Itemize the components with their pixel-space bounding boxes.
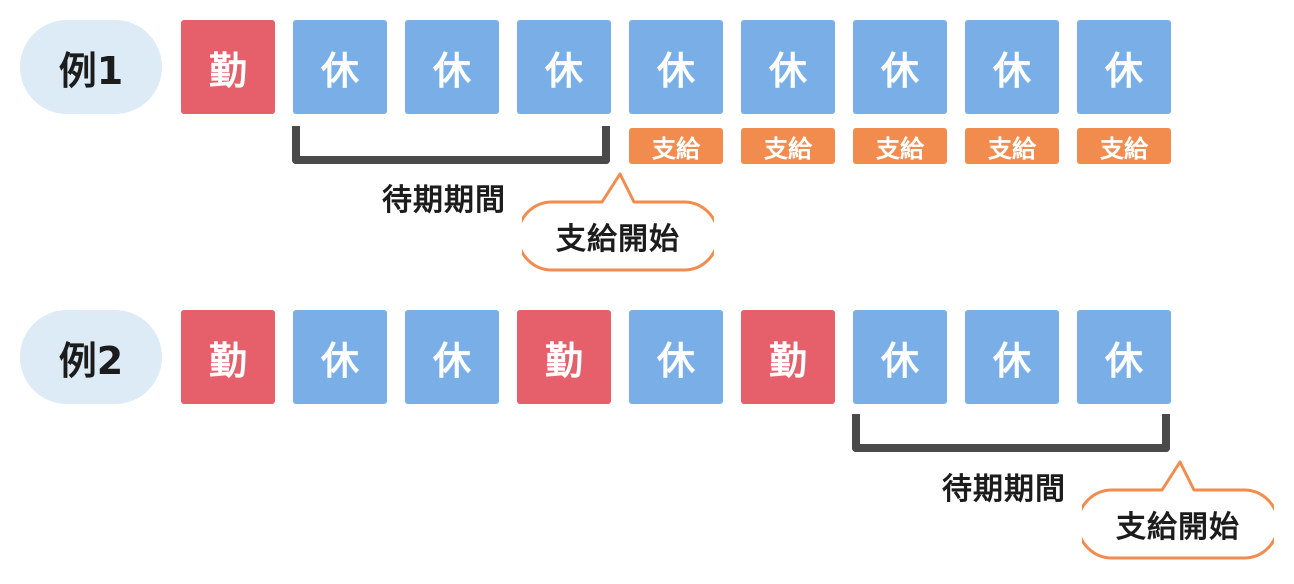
day-box-rest: 休: [405, 310, 499, 404]
day-box-work: 勤: [517, 310, 611, 404]
pay-badge: 支給: [853, 128, 947, 164]
day-box-rest: 休: [1077, 310, 1171, 404]
callout-bubble: [522, 172, 714, 272]
example-2-callout-text: 支給開始: [1116, 510, 1240, 545]
example-1-label: 例1: [20, 20, 162, 114]
day-box-rest: 休: [1077, 20, 1171, 114]
day-box-rest: 休: [629, 20, 723, 114]
example-1-callout: 支給開始: [522, 170, 714, 272]
day-box-work: 勤: [181, 20, 275, 114]
example-2-waiting-bracket: [852, 414, 1170, 452]
example-2-label: 例2: [20, 310, 162, 404]
day-box-rest: 休: [405, 20, 499, 114]
day-box-rest: 休: [853, 20, 947, 114]
day-box-rest: 休: [517, 20, 611, 114]
pay-badge: 支給: [1077, 128, 1171, 164]
pay-badge: 支給: [965, 128, 1059, 164]
example-2-waiting-label: 待期期間: [942, 472, 1066, 507]
example-2: 例2 勤休休勤休勤休休休 待期期間 支給開始: [0, 290, 1294, 584]
pay-badge: 支給: [741, 128, 835, 164]
callout-bubble: [1082, 460, 1274, 560]
example-2-callout: 支給開始: [1082, 458, 1274, 560]
day-box-rest: 休: [293, 310, 387, 404]
day-box-rest: 休: [741, 20, 835, 114]
day-box-rest: 休: [965, 310, 1059, 404]
example-1: 例1 勤休休休休休休休休 支給支給支給支給支給 待期期間 支給開始: [0, 0, 1294, 290]
pay-badge: 支給: [629, 128, 723, 164]
day-box-rest: 休: [965, 20, 1059, 114]
day-box-work: 勤: [741, 310, 835, 404]
example-1-waiting-bracket: [292, 126, 610, 164]
example-1-callout-text: 支給開始: [556, 222, 680, 257]
day-box-rest: 休: [853, 310, 947, 404]
day-box-rest: 休: [629, 310, 723, 404]
day-box-work: 勤: [181, 310, 275, 404]
example-1-waiting-label: 待期期間: [382, 183, 506, 218]
day-box-rest: 休: [293, 20, 387, 114]
